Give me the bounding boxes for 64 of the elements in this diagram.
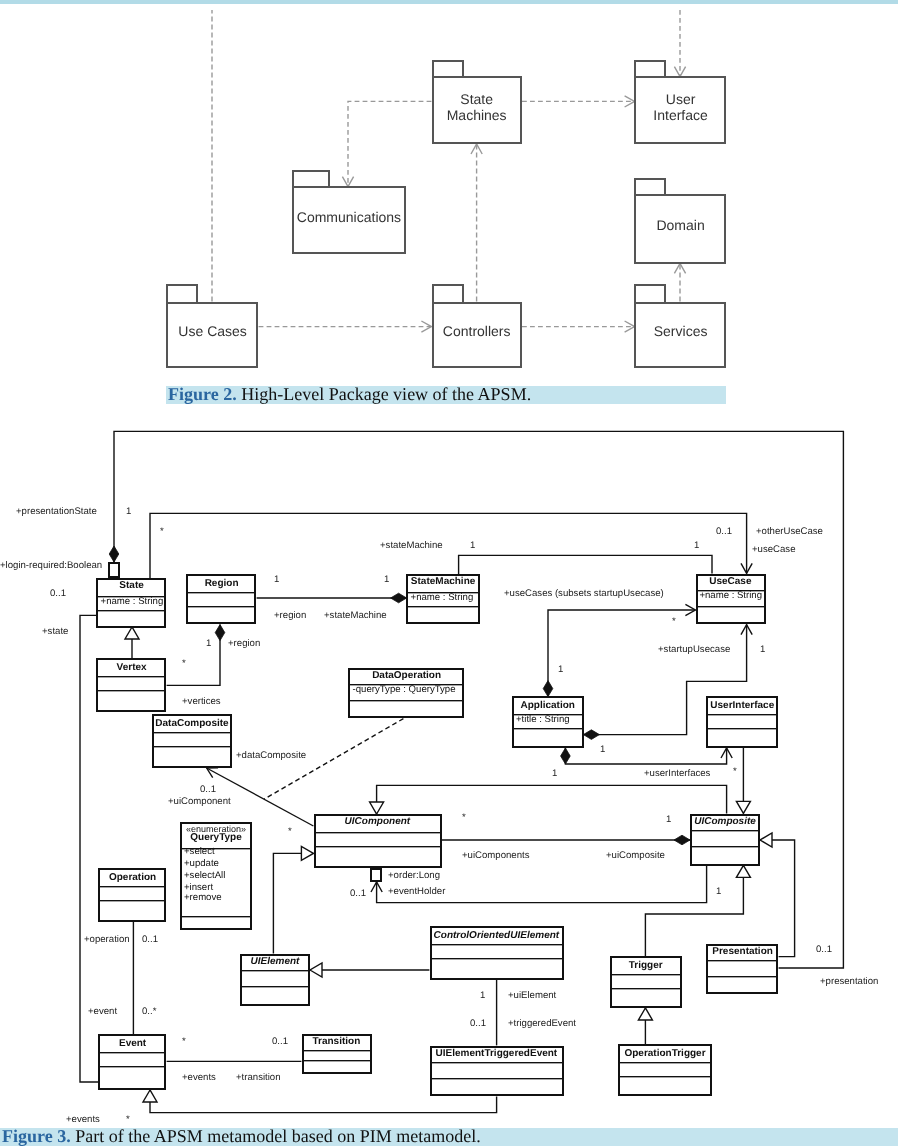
dependency-arrow (341, 100, 433, 188)
association-arrow (205, 767, 315, 827)
package (634, 194, 727, 264)
composition-line (165, 623, 226, 687)
dependency-arrow (470, 143, 483, 303)
composition-line (255, 592, 408, 604)
dependency-arrow (521, 95, 636, 108)
class-box (512, 696, 584, 748)
generalization-arrow (644, 864, 752, 958)
association-line (457, 554, 713, 575)
dashed-line (263, 717, 405, 800)
package (291, 186, 407, 255)
generalization-arrow (759, 832, 796, 958)
class-box (96, 578, 167, 627)
enumeration-box (180, 822, 252, 930)
dependency-arrow (673, 9, 687, 78)
package (166, 301, 259, 369)
association-arrow (370, 864, 708, 904)
package (431, 76, 522, 144)
generalization-arrow (637, 1007, 654, 1046)
class-box (695, 573, 766, 625)
package (634, 301, 727, 369)
class-box (429, 926, 564, 980)
figure-caption: Figure 3. Part of the APSM metamodel based on PIM metamodel. (0, 1127, 898, 1146)
class-box (240, 953, 310, 1007)
qualifier-box (370, 868, 383, 882)
generalization-arrow (368, 784, 728, 815)
class-box (618, 1044, 712, 1097)
generalization-arrow (272, 845, 315, 955)
dashed-line (211, 9, 213, 303)
association-line (132, 920, 135, 1036)
class-box (313, 814, 442, 868)
association-arrow (149, 512, 753, 579)
generalization-arrow (124, 626, 140, 660)
class-box (98, 868, 167, 922)
generalization-arrow (735, 747, 752, 815)
class-box (706, 696, 778, 748)
composition-arrow (542, 603, 697, 698)
association-line (165, 1060, 303, 1063)
class-box (706, 943, 779, 995)
composition-arrow (582, 623, 753, 740)
class-box (429, 1045, 564, 1097)
generalization-arrow (142, 1089, 498, 1114)
class-box (610, 956, 682, 1008)
class-box (152, 714, 232, 768)
figure-caption: Figure 2. High-Level Package view of the APSM. (166, 385, 726, 404)
dependency-arrow (521, 320, 636, 333)
package (431, 301, 522, 369)
class-box (98, 1034, 167, 1090)
association-line (79, 614, 100, 1083)
dependency-arrow (257, 320, 433, 333)
generalization-arrow (309, 962, 431, 978)
class-box (186, 574, 257, 625)
class-box (96, 658, 167, 712)
qualifier-box (108, 562, 120, 578)
package (634, 76, 727, 144)
class-box (301, 1034, 372, 1074)
class-box (690, 813, 760, 866)
composition-line (440, 834, 691, 846)
dependency-arrow (673, 262, 687, 303)
composition-arrow (560, 747, 733, 765)
class-box (406, 574, 480, 623)
class-box (348, 667, 465, 719)
association-line (495, 979, 498, 1047)
